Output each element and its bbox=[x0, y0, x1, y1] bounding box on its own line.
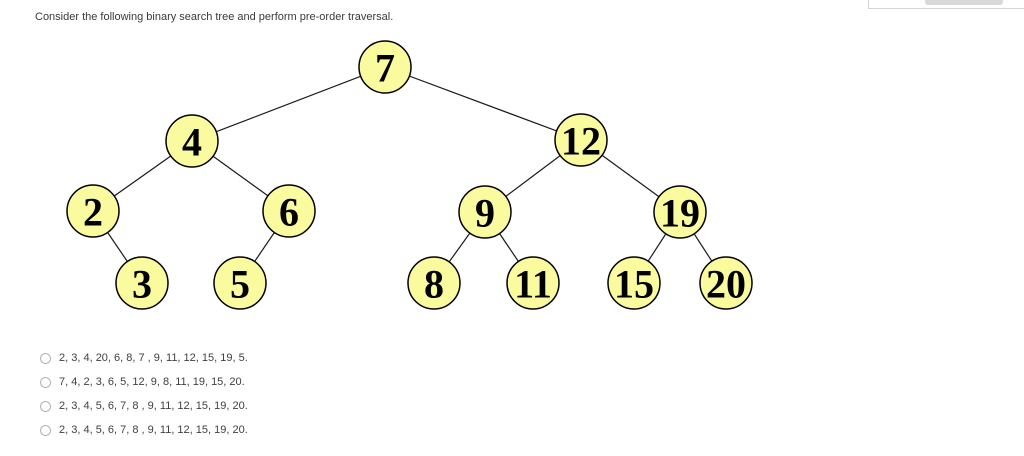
radio-button-icon[interactable] bbox=[40, 424, 51, 436]
radio-button-icon[interactable] bbox=[40, 376, 51, 388]
tree-node-circle bbox=[607, 256, 661, 310]
tree-node-circle bbox=[506, 256, 560, 310]
answer-option-label: 2, 3, 4, 5, 6, 7, 8 , 9, 11, 12, 15, 19,… bbox=[59, 400, 248, 412]
tree-node-circle bbox=[458, 185, 512, 239]
answer-option-label: 2, 3, 4, 20, 6, 8, 7 , 9, 11, 12, 15, 19… bbox=[59, 352, 248, 364]
top-right-card-fragment bbox=[868, 0, 1024, 9]
answer-option-4[interactable]: 2, 3, 4, 5, 6, 7, 8 , 9, 11, 12, 15, 19,… bbox=[40, 423, 248, 437]
tree-node-19: 19 bbox=[653, 185, 707, 239]
tree-node-5: 5 bbox=[213, 256, 267, 310]
question-text: Consider the following binary search tre… bbox=[35, 11, 394, 23]
answer-option-1[interactable]: 2, 3, 4, 20, 6, 8, 7 , 9, 11, 12, 15, 19… bbox=[40, 351, 248, 365]
tree-node-label: 8 bbox=[424, 262, 444, 307]
tree-node-label: 9 bbox=[475, 191, 495, 236]
answer-option-label: 7, 4, 2, 3, 6, 5, 12, 9, 8, 11, 19, 15, … bbox=[59, 376, 245, 388]
tree-node-6: 6 bbox=[262, 184, 316, 238]
tree-node-label: 3 bbox=[132, 262, 152, 307]
tree-node-3: 3 bbox=[115, 256, 169, 310]
tree-node-label: 20 bbox=[706, 262, 746, 307]
tree-edge-7-12 bbox=[384, 66, 582, 141]
tree-node-label: 5 bbox=[230, 262, 250, 307]
tree-node-circle bbox=[699, 256, 753, 310]
tree-node-label: 2 bbox=[83, 190, 103, 235]
answer-option-2[interactable]: 7, 4, 2, 3, 6, 5, 12, 9, 8, 11, 19, 15, … bbox=[40, 375, 248, 389]
tree-node-7: 7 bbox=[358, 40, 412, 94]
tree-node-8: 8 bbox=[407, 256, 461, 310]
tree-node-2: 2 bbox=[66, 184, 120, 238]
tree-node-label: 11 bbox=[514, 262, 552, 307]
tree-node-circle bbox=[358, 40, 412, 94]
tree-node-circle bbox=[66, 184, 120, 238]
tree-node-label: 4 bbox=[182, 120, 202, 165]
tree-node-4: 4 bbox=[165, 114, 219, 168]
tree-node-circle bbox=[554, 113, 608, 167]
tree-edge-7-4 bbox=[191, 66, 386, 142]
tree-node-label: 7 bbox=[375, 46, 395, 91]
radio-button-icon[interactable] bbox=[40, 352, 51, 364]
tree-node-12: 12 bbox=[554, 113, 608, 167]
tree-node-11: 11 bbox=[506, 256, 560, 310]
answer-option-3[interactable]: 2, 3, 4, 5, 6, 7, 8 , 9, 11, 12, 15, 19,… bbox=[40, 399, 248, 413]
options-list: 2, 3, 4, 20, 6, 8, 7 , 9, 11, 12, 15, 19… bbox=[40, 351, 248, 437]
tree-node-circle bbox=[262, 184, 316, 238]
tree-node-9: 9 bbox=[458, 185, 512, 239]
tree-node-circle bbox=[407, 256, 461, 310]
tree-node-circle bbox=[213, 256, 267, 310]
tree-node-circle bbox=[165, 114, 219, 168]
tree-diagram: 7 4 12 2 6 9 19 3 5 8 11 15 20 bbox=[66, 40, 753, 310]
tree-node-20: 20 bbox=[699, 256, 753, 310]
tree-node-label: 19 bbox=[660, 191, 700, 236]
tree-node-label: 12 bbox=[561, 119, 601, 164]
answer-option-label: 2, 3, 4, 5, 6, 7, 8 , 9, 11, 12, 15, 19,… bbox=[59, 424, 248, 436]
tree-node-circle bbox=[115, 256, 169, 310]
radio-button-icon[interactable] bbox=[40, 400, 51, 412]
tree-node-label: 6 bbox=[279, 190, 299, 235]
tree-node-circle bbox=[653, 185, 707, 239]
tree-node-15: 15 bbox=[607, 256, 661, 310]
tree-node-label: 15 bbox=[614, 262, 654, 307]
card-button-fragment[interactable] bbox=[925, 0, 1003, 5]
